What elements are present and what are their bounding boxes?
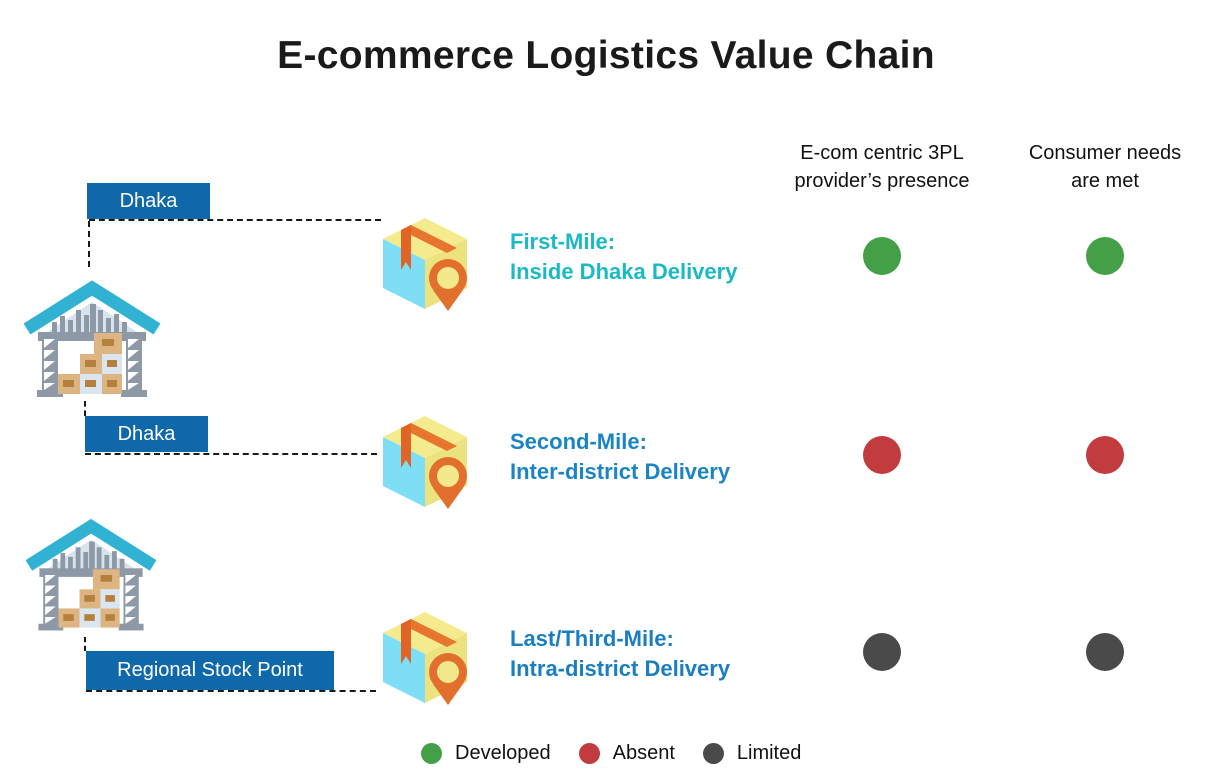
legend-item-limited: Limited bbox=[702, 742, 802, 765]
stage-subtitle: Inside Dhaka Delivery bbox=[510, 258, 738, 284]
column-header-consumer-needs: Consumer needs are met bbox=[1028, 142, 1182, 193]
connector-dashed-line bbox=[84, 401, 86, 416]
legend-item-developed: Developed bbox=[421, 742, 551, 765]
legend-label-developed: Developed bbox=[455, 742, 551, 764]
package-location-pin-icon bbox=[375, 606, 475, 706]
legend: Developed Absent Limited bbox=[421, 742, 801, 765]
status-dot-provider-presence-second-mile bbox=[863, 436, 901, 474]
stage-title: First-Mile: bbox=[510, 229, 616, 254]
column-header-provider-presence: E-com centric 3PL provider’s presence bbox=[794, 142, 970, 193]
location-label-dhaka-2: Dhaka bbox=[85, 416, 208, 452]
status-dot-provider-presence-last-mile bbox=[863, 633, 901, 671]
page-title: E-commerce Logistics Value Chain bbox=[277, 34, 935, 77]
connector-dashed-line bbox=[89, 219, 381, 221]
stage-text-last-third-mile: Last/Third-Mile: Intra-district Delivery bbox=[510, 624, 730, 684]
stage-title: Second-Mile: bbox=[510, 429, 647, 454]
status-dot-consumer-needs-second-mile bbox=[1086, 436, 1124, 474]
legend-label-limited: Limited bbox=[736, 742, 802, 764]
package-location-pin-icon bbox=[375, 410, 475, 510]
package-location-pin-icon bbox=[375, 212, 475, 312]
connector-dashed-line bbox=[86, 690, 376, 692]
stage-text-first-mile: First-Mile: Inside Dhaka Delivery bbox=[510, 227, 737, 287]
legend-item-absent: Absent bbox=[578, 742, 675, 765]
location-label-dhaka-1: Dhaka bbox=[87, 183, 210, 219]
warehouse-icon bbox=[24, 276, 160, 402]
status-dot-provider-presence-first-mile bbox=[863, 237, 901, 275]
connector-dashed-line bbox=[85, 453, 377, 455]
connector-dashed-line bbox=[88, 221, 90, 267]
stage-subtitle: Inter-district Delivery bbox=[510, 458, 731, 484]
legend-dot-absent-icon bbox=[578, 743, 600, 764]
location-label-regional-stock-point: Regional Stock Point bbox=[86, 651, 334, 690]
stage-text-second-mile: Second-Mile: Inter-district Delivery bbox=[510, 427, 730, 487]
warehouse-icon bbox=[26, 513, 156, 637]
legend-dot-limited-icon bbox=[702, 743, 724, 764]
legend-label-absent: Absent bbox=[612, 742, 675, 764]
stage-title: Last/Third-Mile: bbox=[510, 626, 674, 651]
status-dot-consumer-needs-first-mile bbox=[1086, 237, 1124, 275]
legend-dot-developed-icon bbox=[421, 743, 442, 764]
stage-subtitle: Intra-district Delivery bbox=[510, 655, 731, 681]
connector-dashed-line bbox=[84, 637, 86, 651]
status-dot-consumer-needs-last-mile bbox=[1086, 633, 1124, 671]
